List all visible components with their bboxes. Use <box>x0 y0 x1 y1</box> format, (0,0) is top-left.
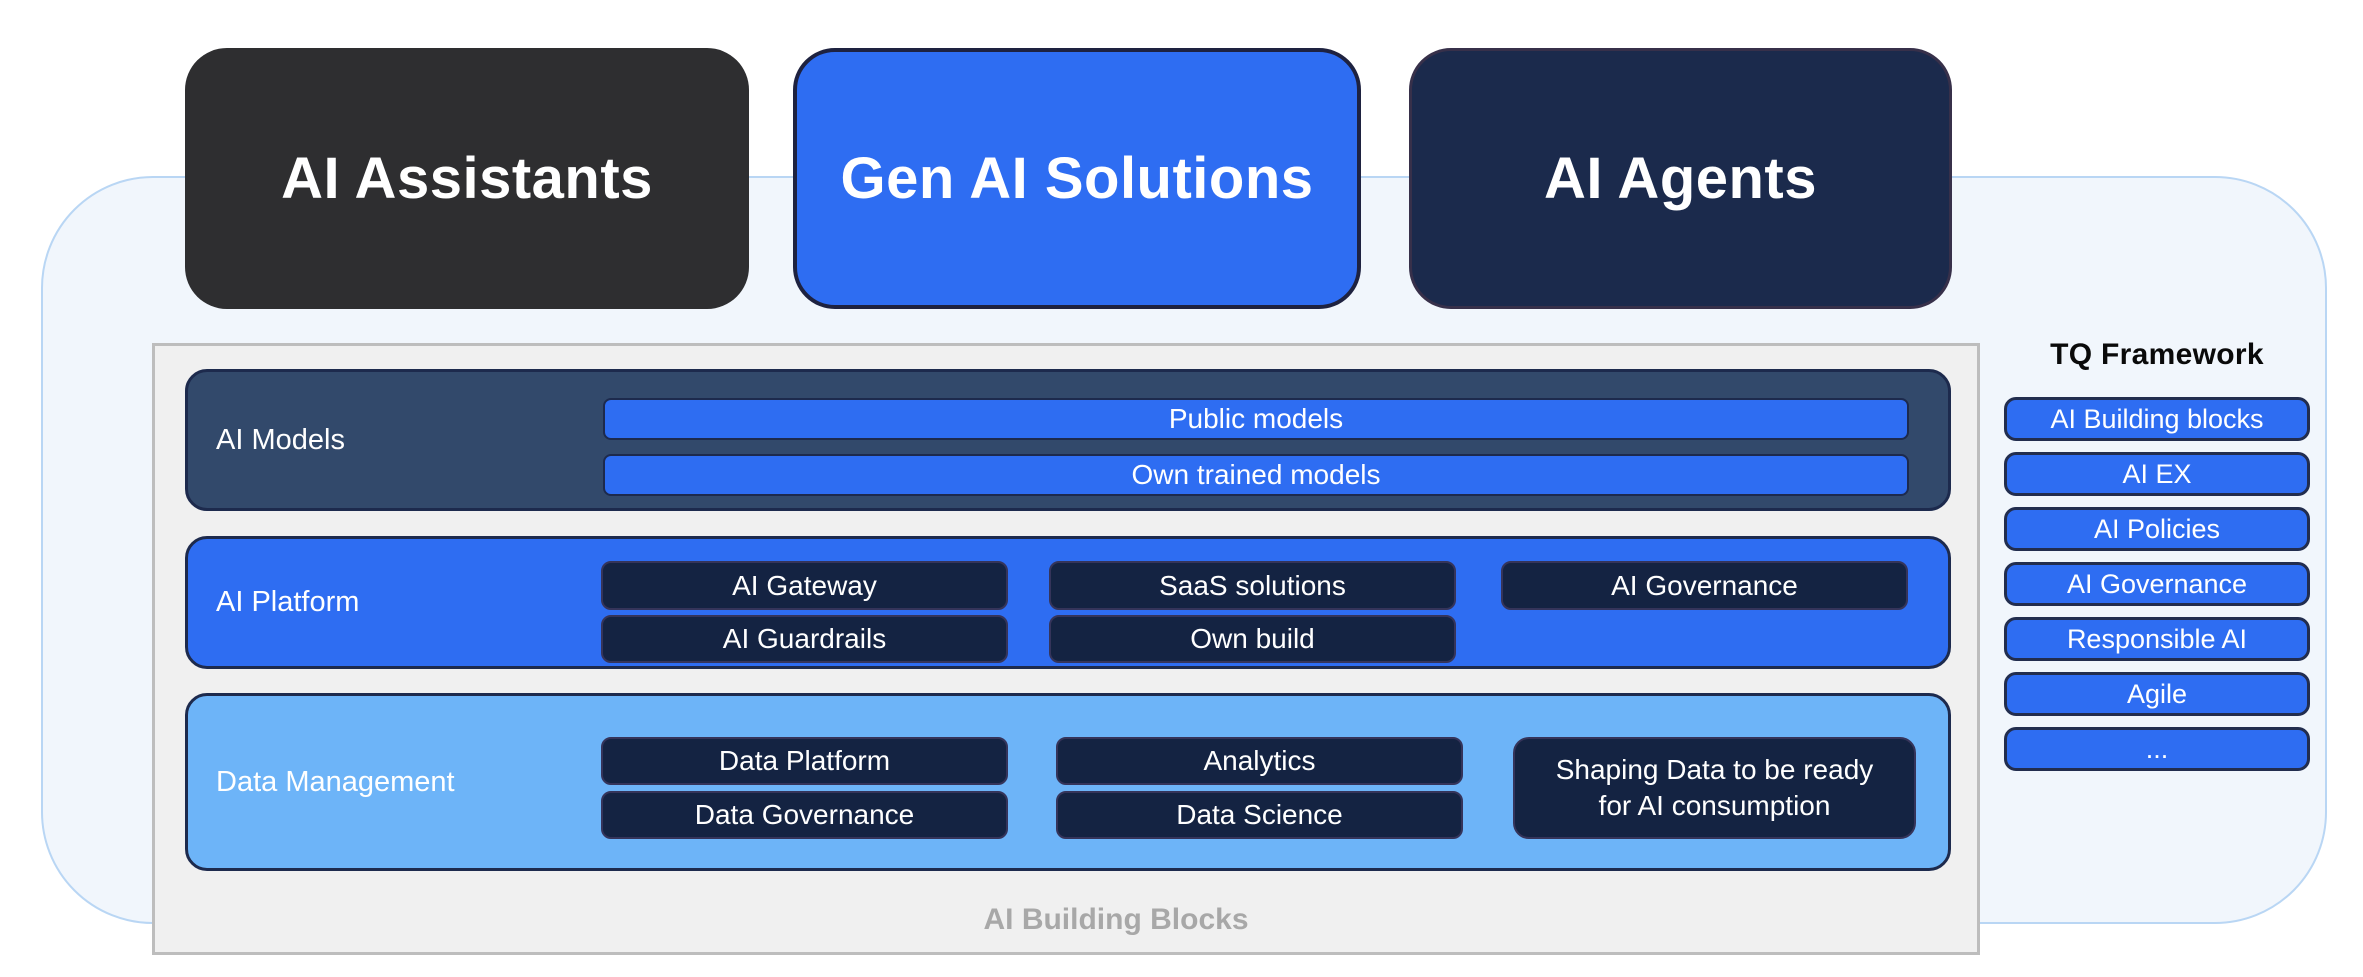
bar-public-models-label: Public models <box>1168 403 1344 434</box>
card-gen-ai-solutions: Gen AI Solutions <box>793 48 1361 309</box>
pill-data-governance: Data Governance <box>601 791 1008 839</box>
pill-own-build: Own build <box>1049 615 1456 663</box>
pill-analytics-label: Analytics <box>1203 745 1316 776</box>
pill-data-science: Data Science <box>1056 791 1463 839</box>
pill-shaping-data-label: Shaping Data to be ready for AI consumpt… <box>1555 754 1874 821</box>
pill-ai-gateway-label: AI Gateway <box>732 569 877 601</box>
tq-pill-responsible-ai: Responsible AI <box>2004 617 2310 661</box>
pill-ai-gateway: AI Gateway <box>601 561 1008 610</box>
pill-data-platform-label: Data Platform <box>718 745 891 776</box>
panel-footer-label: AI Building Blocks <box>983 903 1249 936</box>
card-gen-ai-solutions-title: Gen AI Solutions <box>840 146 1314 211</box>
tq-pill-more: ... <box>2004 727 2310 771</box>
tq-pill-agile: Agile <box>2004 672 2310 716</box>
card-ai-agents: AI Agents <box>1409 48 1952 309</box>
tq-pill-ai-governance: AI Governance <box>2004 562 2310 606</box>
card-ai-agents-title: AI Agents <box>1543 146 1818 211</box>
pill-saas-solutions: SaaS solutions <box>1049 561 1456 610</box>
row-ai-models: AI Models Public models Own trained mode… <box>185 369 1951 511</box>
pill-ai-governance: AI Governance <box>1501 561 1908 610</box>
row-ai-models-label: AI Models <box>216 423 345 456</box>
row-data-management: Data Management Data Platform Analytics … <box>185 693 1951 871</box>
pill-data-platform: Data Platform <box>601 737 1008 785</box>
pill-own-build-label: Own build <box>1190 623 1315 654</box>
row-ai-platform-label: AI Platform <box>216 586 360 618</box>
pill-ai-guardrails: AI Guardrails <box>601 615 1008 663</box>
tq-pill-ai-building-blocks-label: AI Building blocks <box>2050 403 2264 434</box>
row-data-management-label: Data Management <box>216 765 455 798</box>
pill-saas-solutions-label: SaaS solutions <box>1159 569 1346 601</box>
row-ai-platform: AI Platform AI Gateway SaaS solutions AI… <box>185 536 1951 669</box>
tq-pill-ai-policies-label: AI Policies <box>2093 513 2221 544</box>
tq-pill-responsible-ai-label: Responsible AI <box>2066 623 2248 654</box>
tq-pill-ai-policies: AI Policies <box>2004 507 2310 551</box>
pill-analytics: Analytics <box>1056 737 1463 785</box>
pill-ai-governance-label: AI Governance <box>1611 569 1798 601</box>
tq-pill-agile-label: Agile <box>2126 678 2188 709</box>
bar-own-trained-models: Own trained models <box>603 454 1909 496</box>
bar-public-models: Public models <box>603 398 1909 440</box>
pill-data-governance-label: Data Governance <box>694 799 915 830</box>
bar-own-trained-models-label: Own trained models <box>1131 459 1381 490</box>
pill-data-science-label: Data Science <box>1176 799 1343 830</box>
tq-pill-ai-ex-label: AI EX <box>2122 458 2192 489</box>
pill-ai-guardrails-label: AI Guardrails <box>722 623 887 654</box>
tq-framework-title: TQ Framework <box>2050 338 2264 371</box>
tq-pill-ai-ex: AI EX <box>2004 452 2310 496</box>
card-ai-assistants-title: AI Assistants <box>281 146 653 211</box>
pill-shaping-data: Shaping Data to be ready for AI consumpt… <box>1513 737 1916 839</box>
tq-pill-ai-governance-label: AI Governance <box>2066 568 2248 599</box>
tq-pill-ai-building-blocks: AI Building blocks <box>2004 397 2310 441</box>
tq-pill-more-label: ... <box>2145 733 2169 764</box>
card-ai-assistants: AI Assistants <box>185 48 749 309</box>
